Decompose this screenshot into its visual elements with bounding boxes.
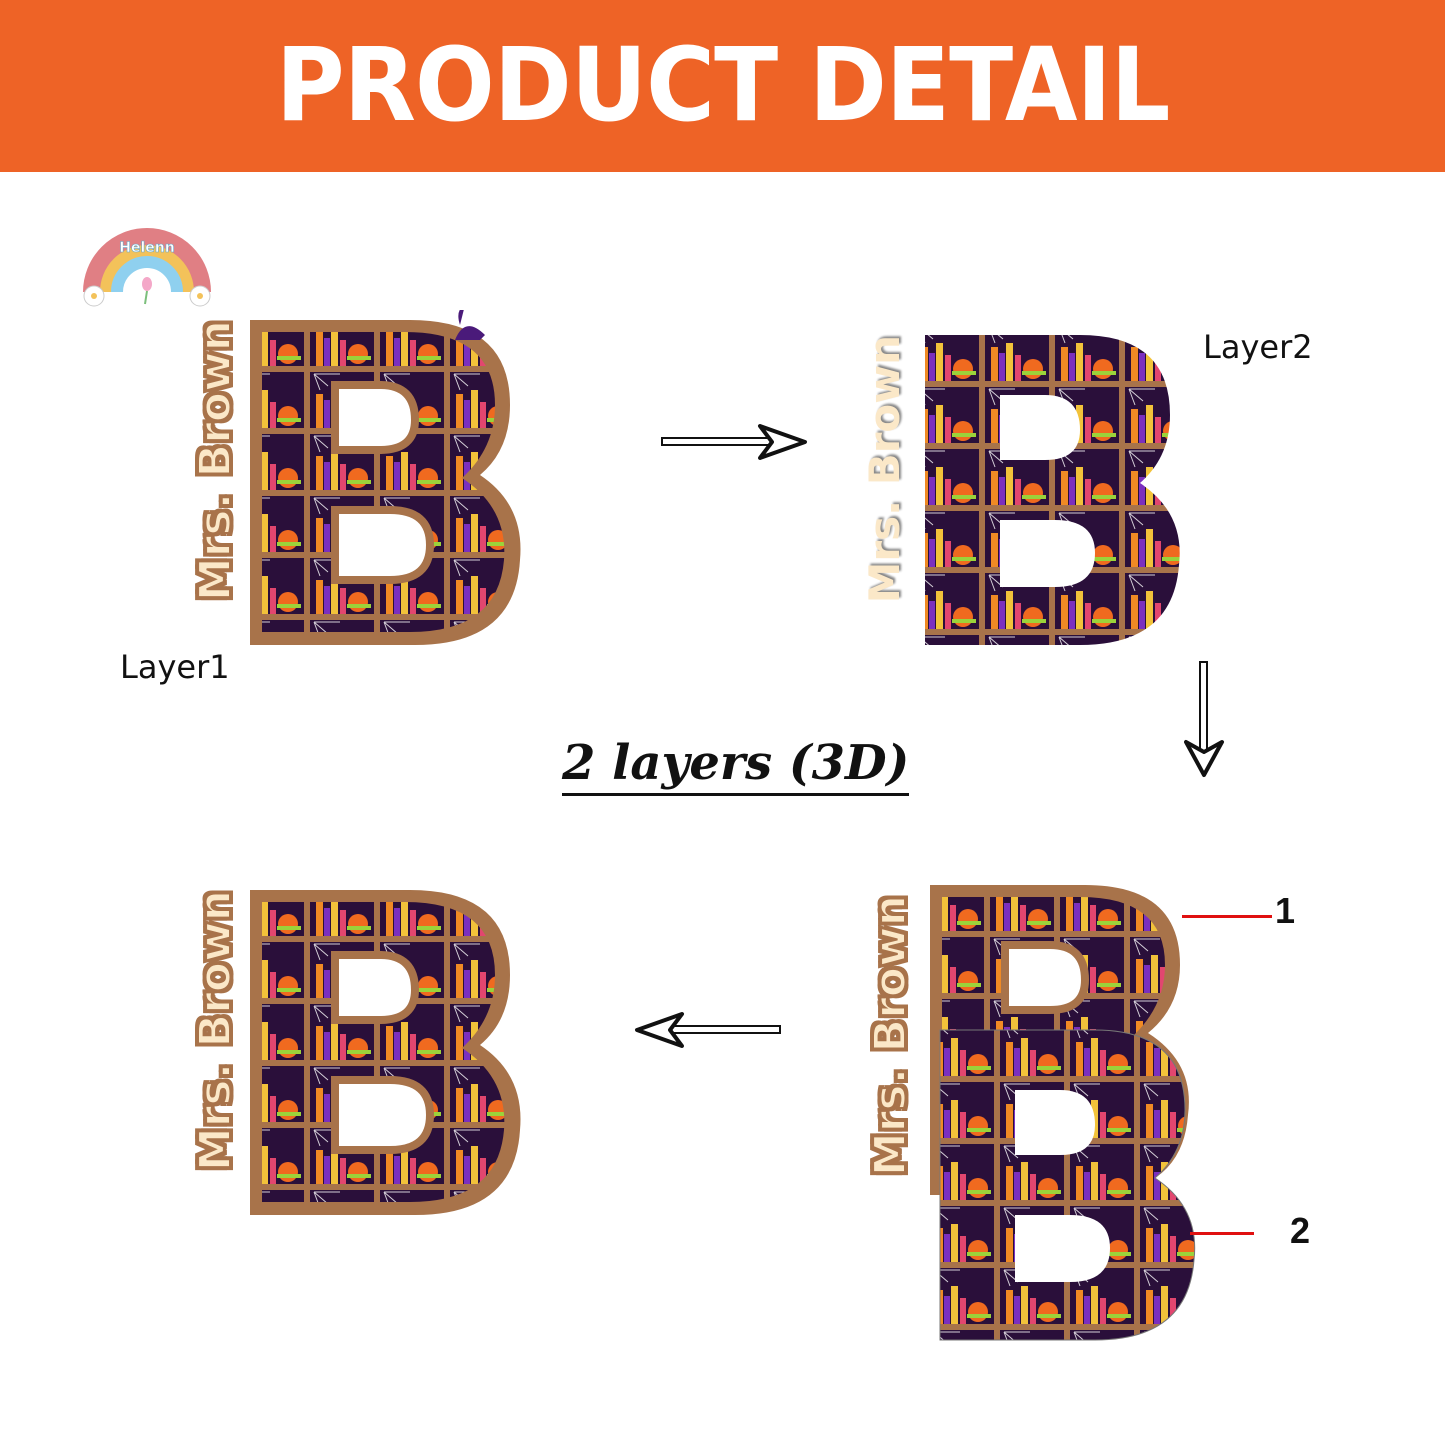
banner-title: PRODUCT DETAIL xyxy=(275,26,1171,145)
name-text: Mrs. Brown xyxy=(864,894,917,1177)
callout-number-2: 2 xyxy=(1290,1210,1311,1251)
arrow-left-icon xyxy=(635,1012,781,1048)
callout-line-2 xyxy=(1190,1232,1254,1235)
arrow-down-icon xyxy=(1184,661,1224,777)
arrow-right-icon xyxy=(661,424,807,460)
layer1-piece: Mrs. Brown xyxy=(189,280,540,660)
letter-b-shape xyxy=(925,335,1180,645)
header-banner: PRODUCT DETAIL xyxy=(0,0,1445,172)
callout-number-1: 1 xyxy=(1275,890,1296,931)
stacked-piece: Mrs. Brown xyxy=(864,855,1205,1355)
letter-b-shape-layer2 xyxy=(939,1029,1196,1341)
layer1-label: Layer1 xyxy=(120,648,230,686)
layer2-piece: Mrs. Brown xyxy=(860,295,1200,665)
name-text: Mrs. Brown xyxy=(189,319,242,602)
final-piece: Mrs. Brown xyxy=(189,850,540,1235)
name-text: Mrs. Brown xyxy=(189,889,242,1172)
layer2-label: Layer2 xyxy=(1203,328,1313,366)
letter-b-shape xyxy=(250,310,521,645)
letter-b-shape xyxy=(250,890,521,1215)
layers-caption: 2 layers (3D) xyxy=(562,735,910,796)
helenn-rainbow-logo: Helenn xyxy=(83,228,211,307)
name-text: Mrs. Brown xyxy=(860,335,909,604)
callout-line-1 xyxy=(1182,915,1272,918)
svg-text:Helenn: Helenn xyxy=(119,240,174,256)
